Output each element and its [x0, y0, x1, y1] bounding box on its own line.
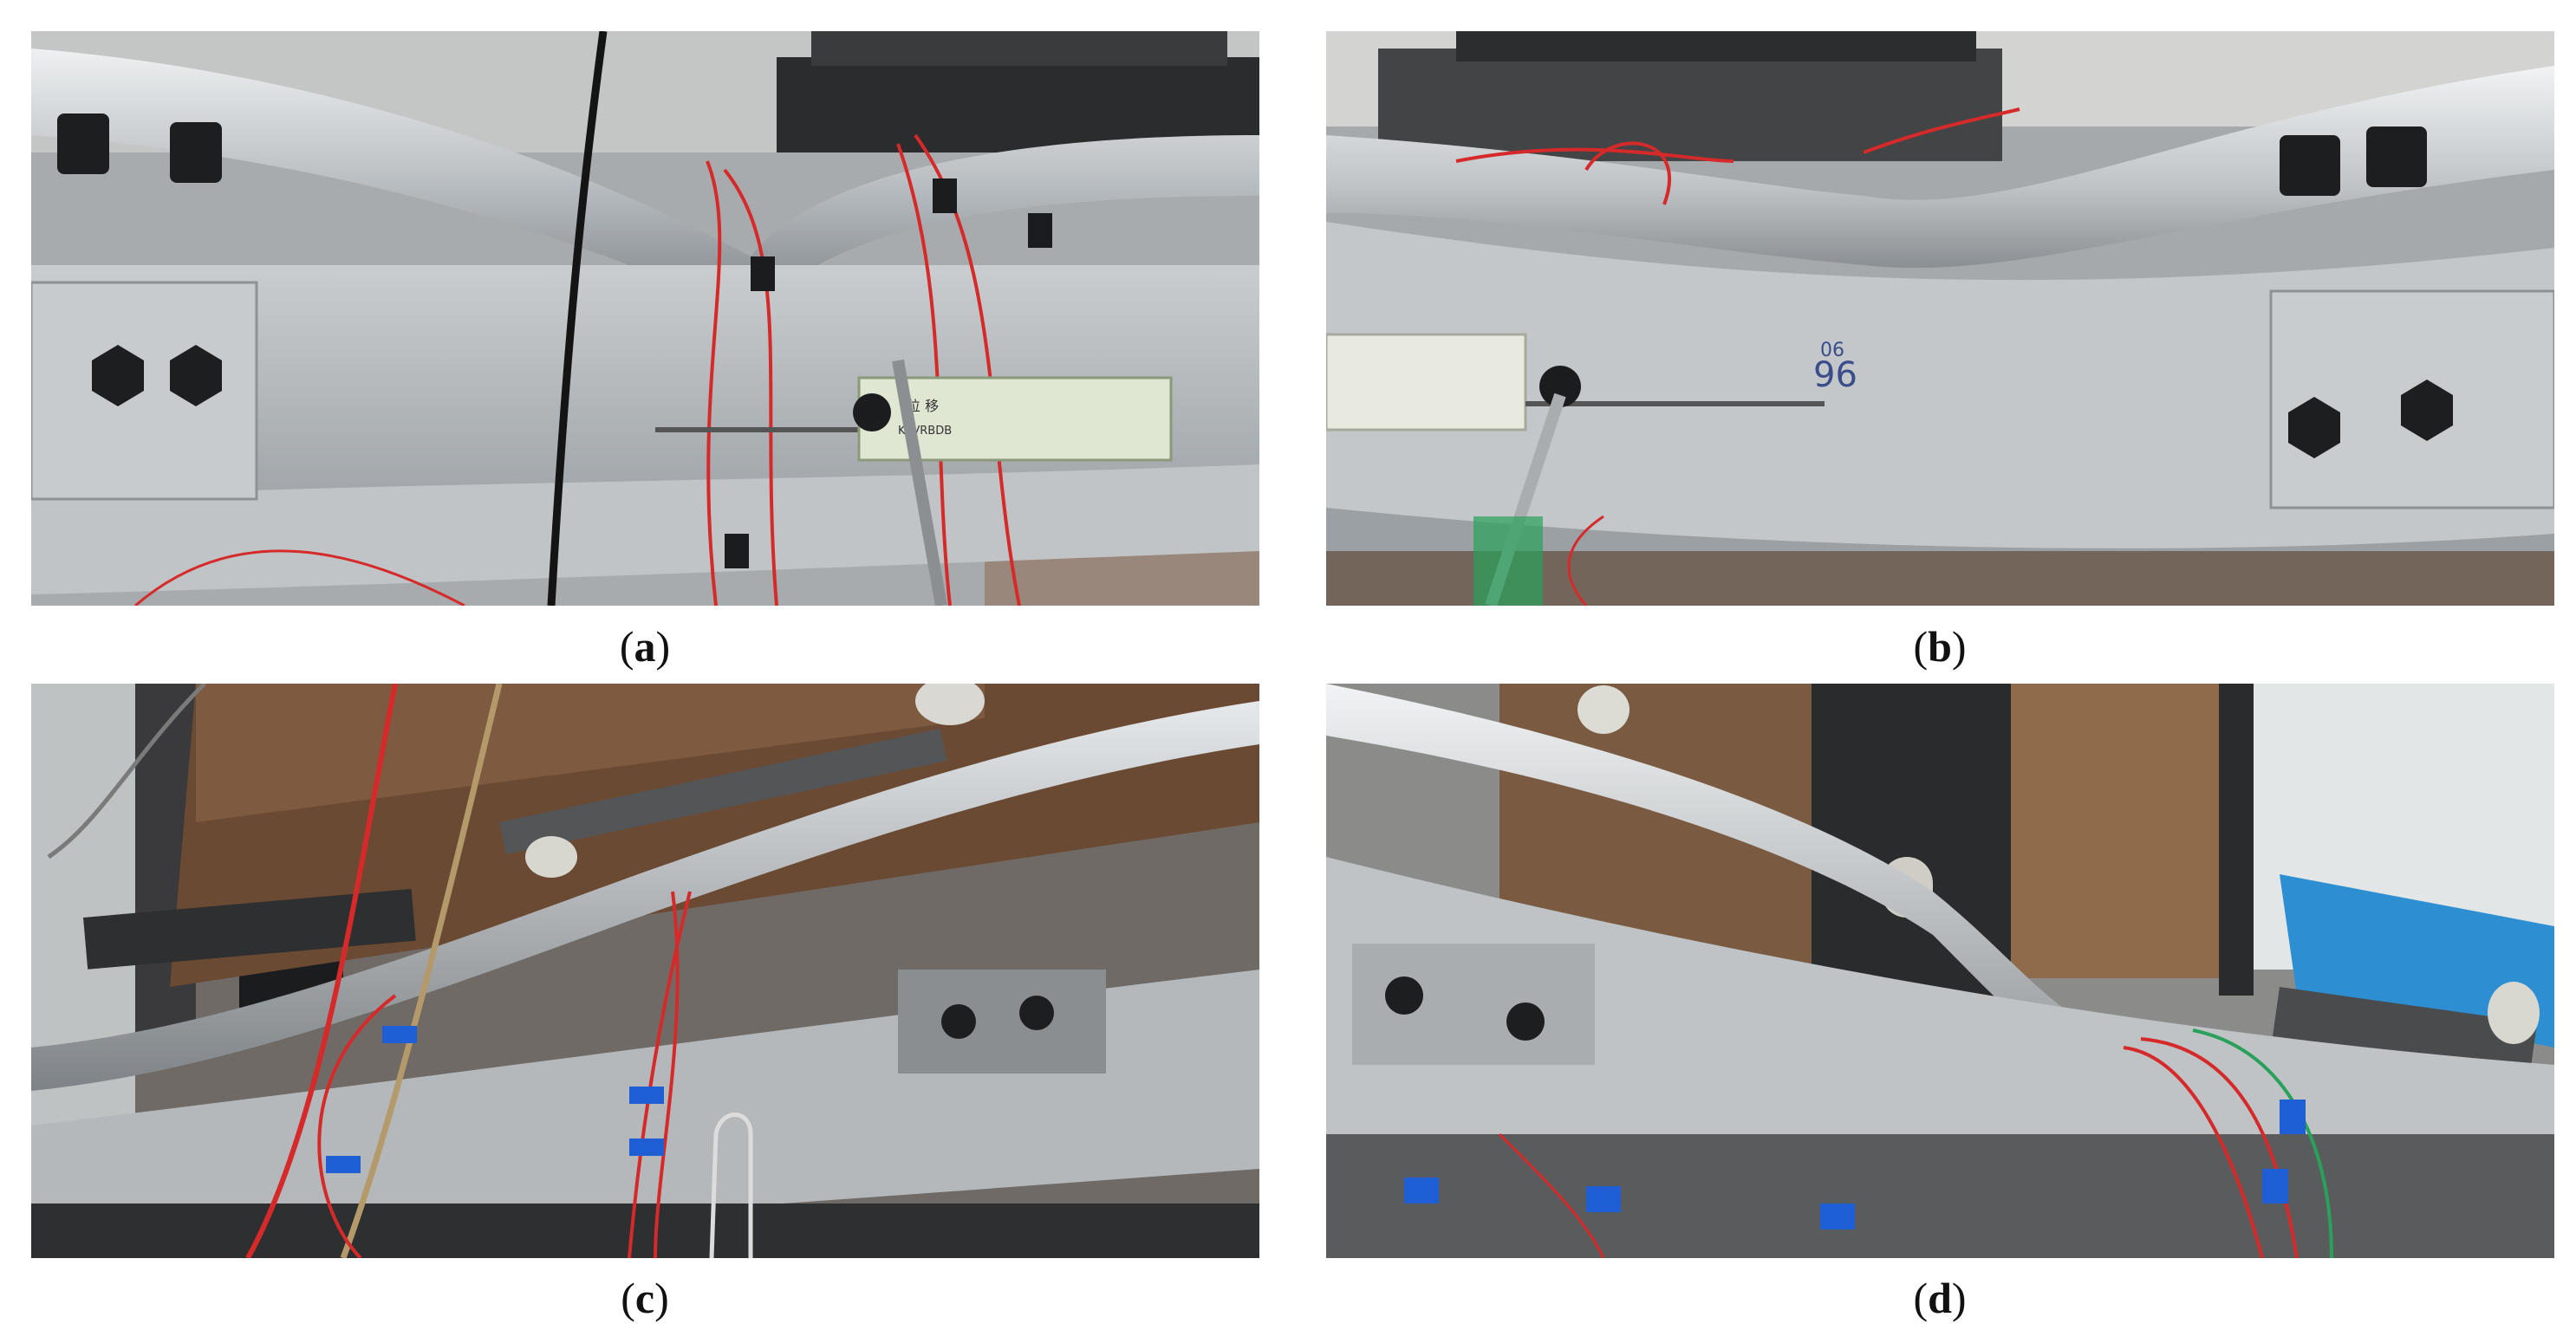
caption-d: (d)	[1853, 1272, 2026, 1324]
caption-c-open: (	[621, 1274, 635, 1322]
caption-c-close: )	[654, 1274, 669, 1322]
gauge-label-line1: 位 移	[907, 398, 939, 414]
photo-panel-c	[31, 684, 1259, 1258]
web-marking-2: 96	[1813, 355, 1857, 395]
photo-d-graphic	[1326, 684, 2554, 1258]
photo-c-graphic	[31, 684, 1259, 1258]
web-marking-1: 06	[1820, 340, 1844, 361]
photo-panel-d	[1326, 684, 2554, 1258]
caption-b-close: )	[1951, 622, 1967, 671]
photo-panel-b: 06 96	[1326, 31, 2554, 606]
caption-d-close: )	[1951, 1274, 1967, 1322]
caption-b-letter: b	[1928, 622, 1952, 671]
photo-a-graphic: 位 移 KAVRBDB	[31, 31, 1259, 606]
caption-c: (c)	[558, 1272, 732, 1324]
caption-b: (b)	[1853, 620, 2026, 672]
caption-d-letter: d	[1928, 1274, 1952, 1322]
photo-b-graphic: 06 96	[1326, 31, 2554, 606]
caption-a-letter: a	[634, 622, 656, 671]
caption-c-letter: c	[634, 1274, 655, 1322]
caption-a-close: )	[655, 622, 671, 671]
caption-d-open: (	[1913, 1274, 1929, 1322]
caption-a: (a)	[558, 620, 732, 672]
caption-b-open: (	[1913, 622, 1929, 671]
photo-panel-a: 位 移 KAVRBDB	[31, 31, 1259, 606]
caption-a-open: (	[619, 622, 634, 671]
